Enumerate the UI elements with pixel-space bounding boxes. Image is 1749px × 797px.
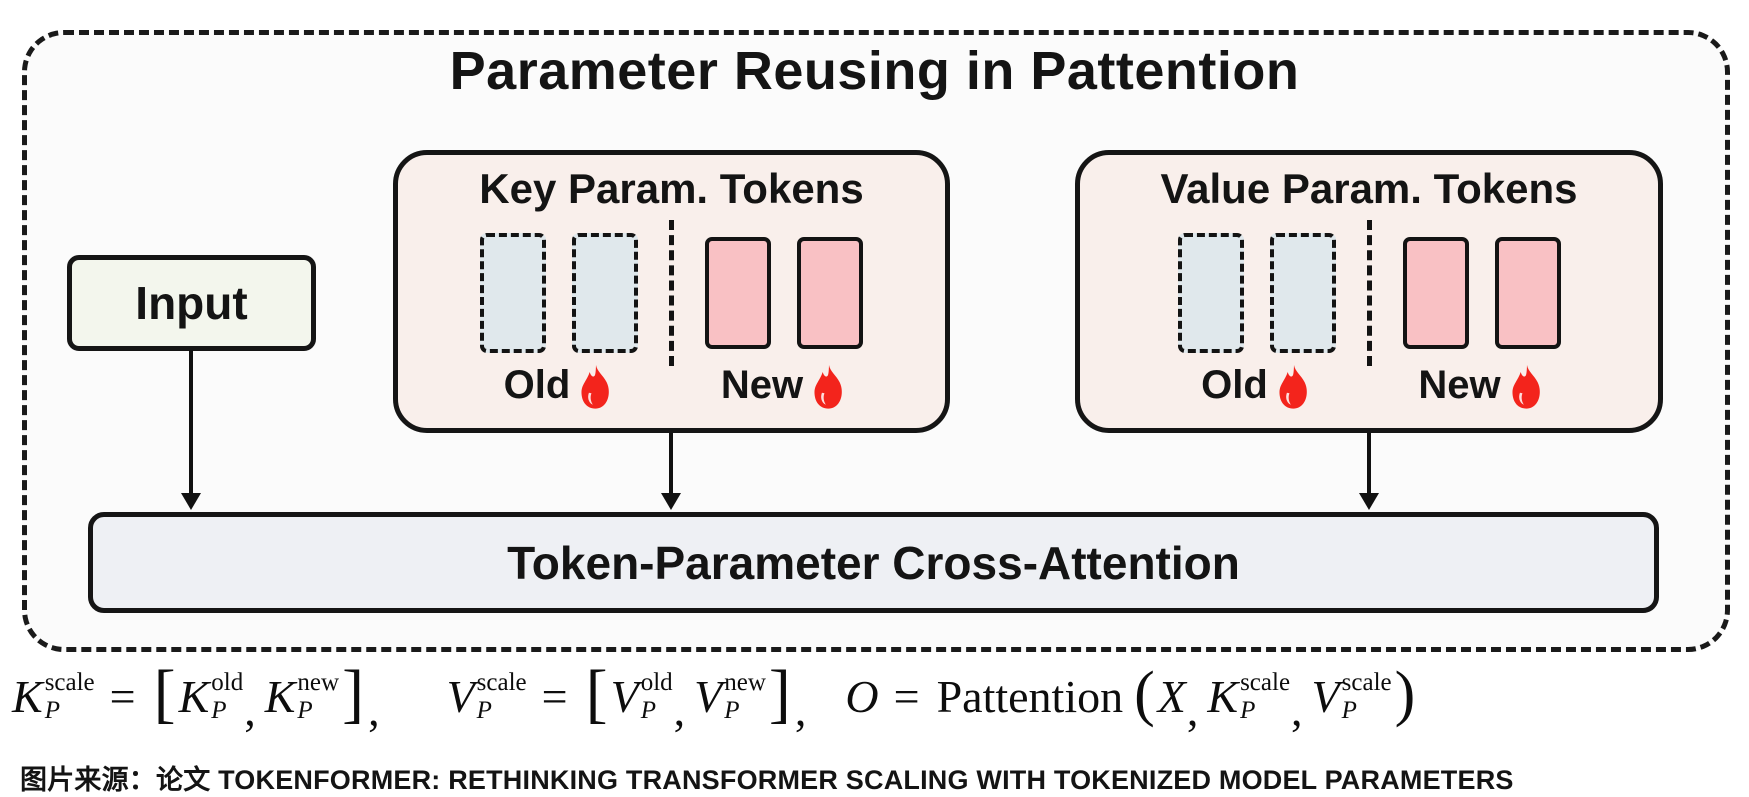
- key-label-row: Old New: [480, 361, 863, 409]
- comma: ,: [1291, 683, 1303, 735]
- diagram-title: Parameter Reusing in Pattention: [449, 41, 1300, 101]
- input-box: Input: [67, 255, 316, 351]
- old-param-token: [1177, 233, 1244, 354]
- o-term: O: [845, 670, 879, 722]
- x-term: X: [1157, 670, 1186, 722]
- value-param-tokens-box: Value Param. Tokens Old New: [1075, 150, 1663, 433]
- key-old-token-group: [480, 233, 638, 354]
- new-param-token: [1402, 237, 1469, 350]
- arrow-head-icon: [1359, 493, 1379, 510]
- value-label-row: Old New: [1178, 361, 1561, 409]
- arrow-head-icon: [661, 493, 681, 510]
- fire-icon: [1512, 365, 1540, 409]
- key-box-title: Key Param. Tokens: [479, 165, 864, 212]
- key-token-row: [480, 220, 863, 367]
- comma: ,: [1186, 683, 1199, 735]
- left-paren: (: [1134, 659, 1155, 728]
- old-label: Old: [1178, 361, 1336, 409]
- comma: ,: [368, 683, 380, 735]
- value-token-row: [1177, 220, 1561, 367]
- equals-sign: =: [893, 670, 920, 722]
- new-param-token: [1494, 237, 1561, 350]
- image-source-caption: 图片来源：论文 TOKENFORMER: RETHINKING TRANSFOR…: [20, 765, 1514, 795]
- token-parameter-cross-attention-bar: Token-Parameter Cross-Attention: [88, 512, 1659, 613]
- new-label: New: [1403, 361, 1561, 409]
- fire-icon: [814, 365, 842, 409]
- value-old-token-group: [1177, 233, 1336, 354]
- equals-sign: =: [541, 670, 568, 722]
- new-label-text: New: [1418, 362, 1501, 407]
- left-bracket: [: [585, 656, 608, 730]
- value-box-title: Value Param. Tokens: [1160, 165, 1578, 212]
- new-label: New: [705, 361, 863, 409]
- key-new-token-group: [705, 237, 863, 350]
- key-param-tokens-box: Key Param. Tokens Old New: [393, 150, 950, 433]
- old-param-token: [480, 233, 546, 354]
- arrow-head-icon: [181, 493, 201, 510]
- arrow-shaft: [1367, 433, 1371, 493]
- old-param-token: [1269, 233, 1336, 354]
- fire-icon: [581, 365, 610, 409]
- right-bracket: ]: [768, 656, 791, 730]
- arrow-input-to-attention: [180, 350, 202, 510]
- comma: ,: [244, 683, 256, 735]
- arrow-key-to-attention: [660, 433, 682, 510]
- old-new-divider: [1366, 220, 1372, 367]
- pattention-function-name: Pattention: [936, 670, 1124, 722]
- arrow-value-to-attention: [1358, 433, 1380, 510]
- comma: ,: [794, 683, 807, 735]
- new-param-token: [797, 237, 863, 350]
- comma: ,: [673, 683, 686, 735]
- right-paren: ): [1394, 659, 1416, 728]
- old-param-token: [572, 233, 638, 354]
- right-bracket: ]: [342, 656, 365, 730]
- new-param-token: [705, 237, 771, 350]
- old-label-text: Old: [503, 362, 571, 407]
- equals-sign: =: [109, 670, 136, 722]
- arrow-shaft: [669, 433, 673, 493]
- new-label-text: New: [720, 362, 804, 407]
- old-new-divider: [669, 220, 674, 367]
- value-new-token-group: [1402, 237, 1561, 350]
- arrow-shaft: [189, 350, 193, 493]
- fire-icon: [1279, 365, 1307, 409]
- left-bracket: [: [153, 656, 176, 730]
- old-label-text: Old: [1201, 362, 1268, 407]
- attention-bar-label: Token-Parameter Cross-Attention: [507, 536, 1240, 589]
- old-label: Old: [480, 361, 638, 409]
- input-box-label: Input: [135, 277, 248, 329]
